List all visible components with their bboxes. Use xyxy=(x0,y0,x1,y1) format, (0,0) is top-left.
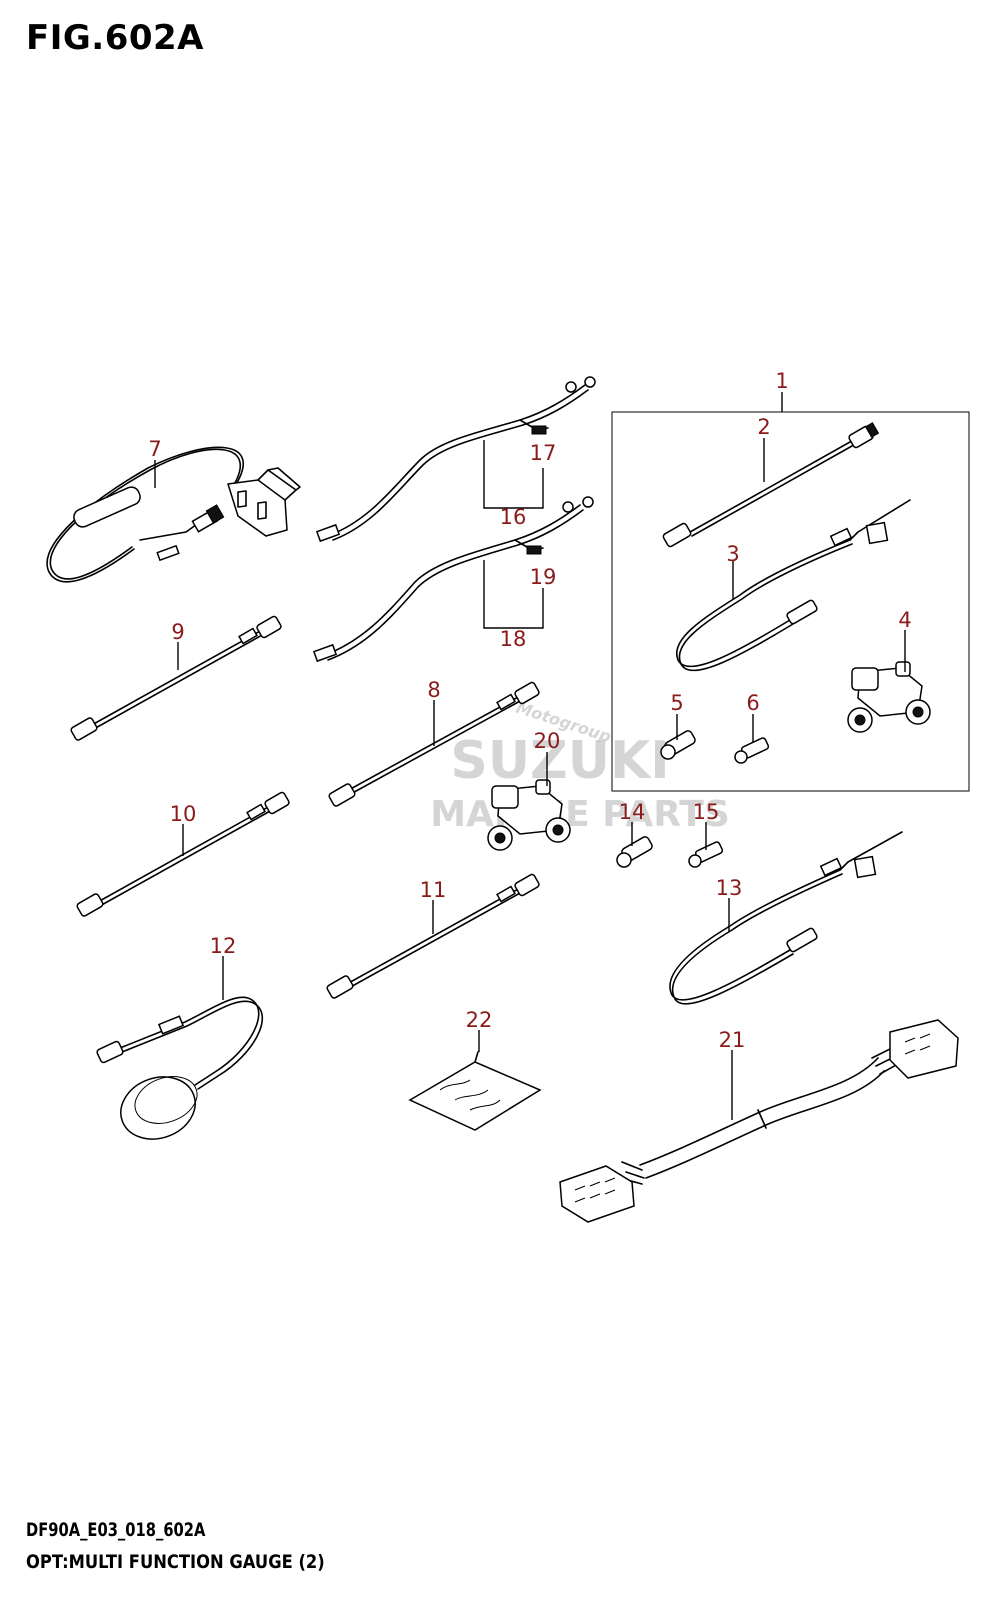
callout-17: 17 xyxy=(530,441,557,465)
callout-4: 4 xyxy=(898,608,911,632)
callout-13: 13 xyxy=(716,876,743,900)
part-4-tee-connector[interactable] xyxy=(847,661,931,733)
callouts: 1 2 3 4 5 6 7 8 9 10 11 12 13 14 15 16 1… xyxy=(148,369,911,1052)
part-7-sensor-cable[interactable] xyxy=(46,446,301,583)
callout-18: 18 xyxy=(500,627,527,651)
figure-caption: OPT:MULTI FUNCTION GAUGE (2) xyxy=(26,1551,325,1573)
callout-20: 20 xyxy=(534,729,561,753)
part-11-cable[interactable] xyxy=(326,873,540,999)
callout-1: 1 xyxy=(775,369,788,393)
part-8-cable[interactable] xyxy=(328,681,540,807)
callout-10: 10 xyxy=(170,802,197,826)
part-9-cable[interactable] xyxy=(70,615,282,741)
callout-14: 14 xyxy=(619,800,646,824)
callout-11: 11 xyxy=(420,878,447,902)
part-21-adapter-harness[interactable] xyxy=(559,1019,959,1223)
watermark-sub: MARINE PARTS xyxy=(430,794,730,835)
callout-9: 9 xyxy=(171,620,184,644)
watermark-brand: SUZUKI xyxy=(450,731,669,791)
callout-22: 22 xyxy=(466,1008,493,1032)
callout-7: 7 xyxy=(148,437,161,461)
part-22-bag[interactable] xyxy=(408,1051,542,1131)
callout-2: 2 xyxy=(757,415,770,439)
kit-box xyxy=(611,411,970,792)
callout-3: 3 xyxy=(726,542,739,566)
callout-12: 12 xyxy=(210,934,237,958)
part-20-tee-connector[interactable] xyxy=(487,779,571,851)
callout-6: 6 xyxy=(746,691,759,715)
callout-16: 16 xyxy=(500,505,527,529)
callout-21: 21 xyxy=(719,1028,746,1052)
part-13-cable[interactable] xyxy=(669,831,903,1005)
watermark: SUZUKI MARINE PARTS Motogroup xyxy=(430,698,730,835)
callout-19: 19 xyxy=(530,565,557,589)
callout-8: 8 xyxy=(427,678,440,702)
part-12-sensor[interactable] xyxy=(96,996,264,1149)
part-16-harness[interactable] xyxy=(315,376,596,543)
callout-5: 5 xyxy=(670,691,683,715)
part-3-cable[interactable] xyxy=(675,499,911,672)
part-2-cable[interactable] xyxy=(662,422,880,548)
part-6-terminator[interactable] xyxy=(734,737,770,764)
part-18-harness[interactable] xyxy=(312,496,594,663)
callout-15: 15 xyxy=(693,800,720,824)
figure-title: FIG.602A xyxy=(26,18,204,58)
leader-lines xyxy=(154,392,906,1120)
figure-code: DF90A_E03_018_602A xyxy=(26,1519,206,1541)
part-14-terminator[interactable] xyxy=(616,835,653,868)
part-5-terminator[interactable] xyxy=(660,729,696,760)
